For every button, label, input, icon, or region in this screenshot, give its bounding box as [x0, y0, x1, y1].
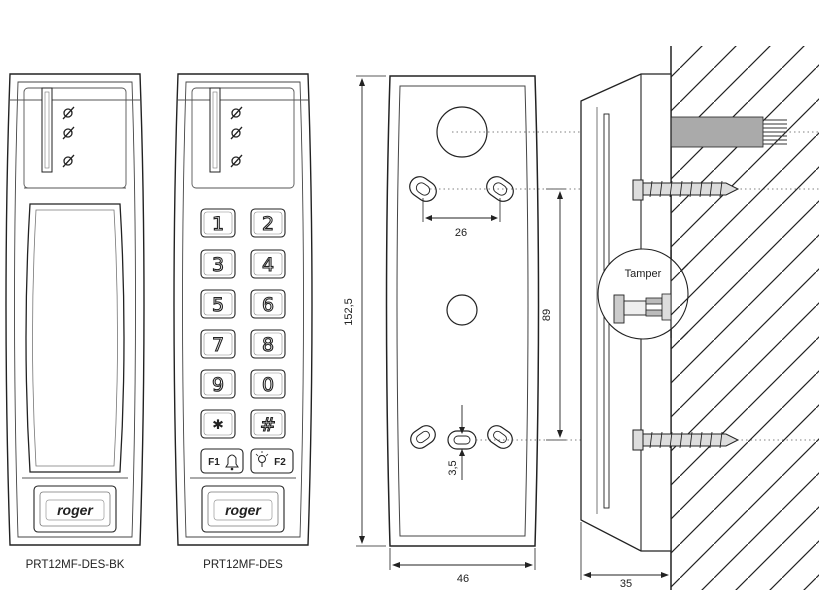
center-hole — [446, 294, 478, 326]
keypad-key[interactable]: 3 — [200, 249, 236, 279]
brand-logo: roger — [57, 502, 94, 518]
dimension-height: 152,5 — [343, 75, 386, 547]
led-icon — [62, 126, 75, 140]
keypad-key[interactable]: 0 — [250, 369, 286, 399]
mounting-slot — [486, 176, 514, 202]
keypad-key[interactable]: 1 — [200, 208, 236, 238]
svg-text:Tamper: Tamper — [625, 268, 662, 280]
screw — [632, 429, 740, 451]
svg-text:F2: F2 — [274, 457, 286, 468]
light-bulb-icon — [255, 451, 269, 467]
reader-keypad: 1 2 3 4 5 6 7 8 9 0 * # F1 — [173, 73, 313, 546]
led-icon — [230, 126, 243, 140]
svg-text:F1: F1 — [208, 457, 220, 468]
svg-text:46: 46 — [457, 573, 469, 585]
dimension-89: 89 — [541, 188, 566, 441]
keypad: 1 2 3 4 5 6 7 8 9 0 * # F1 — [200, 208, 294, 474]
reader-bk: roger — [5, 73, 145, 546]
mounting-slot — [410, 425, 436, 449]
svg-text:#: # — [260, 414, 276, 436]
dimension-width: 46 — [389, 548, 536, 585]
tamper-callout: Tamper — [597, 248, 689, 340]
keypad-key[interactable]: 4 — [250, 249, 286, 279]
brand-logo: roger — [225, 502, 262, 518]
keypad-key[interactable]: 5 — [200, 289, 236, 319]
model-label-keypad: PRT12MF-DES — [203, 559, 283, 571]
dimension-26: 26 — [422, 198, 501, 239]
svg-text:2: 2 — [262, 213, 274, 235]
dimension-depth: 35 — [580, 522, 672, 590]
keypad-key[interactable]: 8 — [250, 329, 286, 359]
keypad-key[interactable]: 7 — [200, 329, 236, 359]
svg-text:6: 6 — [262, 294, 274, 316]
led-icon — [230, 106, 243, 120]
led-icon — [230, 154, 243, 168]
svg-text:7: 7 — [212, 334, 224, 356]
keypad-key[interactable]: 9 — [200, 369, 236, 399]
keypad-key[interactable]: 6 — [250, 289, 286, 319]
svg-text:4: 4 — [262, 254, 274, 276]
bell-icon — [225, 454, 239, 471]
svg-text:3: 3 — [212, 254, 224, 276]
keypad-key[interactable]: # — [250, 409, 286, 439]
cable — [670, 116, 764, 148]
screw — [632, 179, 740, 201]
svg-text:5: 5 — [212, 294, 224, 316]
back-view — [385, 75, 540, 547]
model-label-bk: PRT12MF-DES-BK — [26, 559, 125, 571]
mounting-slot — [487, 425, 513, 449]
keypad-key-f1[interactable]: F1 — [200, 448, 244, 474]
svg-text:0: 0 — [262, 374, 274, 396]
side-view: Tamper — [580, 46, 819, 590]
svg-text:152,5: 152,5 — [343, 298, 355, 326]
svg-text:26: 26 — [455, 227, 467, 239]
dimension-slot: 3,5 — [447, 405, 465, 480]
svg-text:8: 8 — [262, 334, 274, 356]
svg-text:9: 9 — [212, 374, 224, 396]
mounting-slot — [409, 176, 437, 202]
svg-text:1: 1 — [212, 213, 224, 235]
svg-text:3,5: 3,5 — [447, 460, 459, 475]
led-icon — [62, 154, 75, 168]
keypad-key[interactable]: 2 — [250, 208, 286, 238]
svg-text:*: * — [213, 417, 223, 439]
led-icon — [62, 106, 75, 120]
cable-wires — [763, 119, 787, 145]
svg-text:35: 35 — [620, 578, 632, 590]
keypad-key[interactable]: * — [200, 409, 236, 440]
svg-text:89: 89 — [541, 309, 553, 321]
keypad-key-f2[interactable]: F2 — [250, 448, 294, 474]
